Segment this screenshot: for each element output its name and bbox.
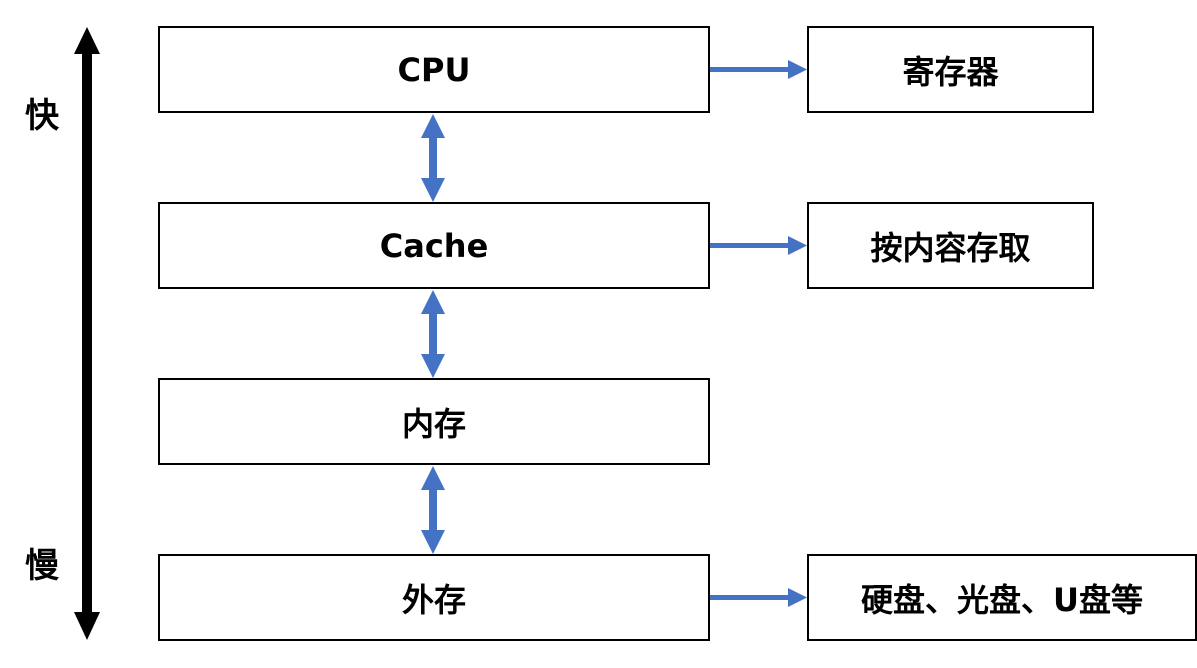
external-storage-label: 外存: [401, 580, 466, 619]
fast-label: 快: [25, 96, 59, 136]
cache-to-content-access-arrow: [710, 236, 807, 255]
storage-devices-note-label: 硬盘、光盘、U盘等: [861, 580, 1143, 619]
external-storage-box: 外存: [158, 554, 710, 641]
register-note-box: 寄存器: [807, 26, 1094, 113]
speed-axis-arrow: [74, 27, 100, 640]
cache-memory-double-arrow: [421, 290, 445, 378]
storage-devices-note-box: 硬盘、光盘、U盘等: [807, 554, 1197, 641]
cpu-label: CPU: [397, 50, 471, 89]
cpu-to-register-arrow: [710, 60, 807, 79]
main-memory-box: 内存: [158, 378, 710, 465]
content-access-note-box: 按内容存取: [807, 202, 1094, 289]
register-note-label: 寄存器: [902, 52, 999, 91]
cache-box: Cache: [158, 202, 710, 289]
main-memory-label: 内存: [401, 404, 466, 443]
memory-storage-double-arrow: [421, 466, 445, 554]
cpu-cache-double-arrow: [421, 114, 445, 202]
storage-to-devices-arrow: [710, 588, 807, 607]
slow-label: 慢: [25, 546, 59, 586]
cache-label: Cache: [379, 226, 489, 265]
cpu-box: CPU: [158, 26, 710, 113]
content-access-note-label: 按内容存取: [870, 228, 1031, 267]
